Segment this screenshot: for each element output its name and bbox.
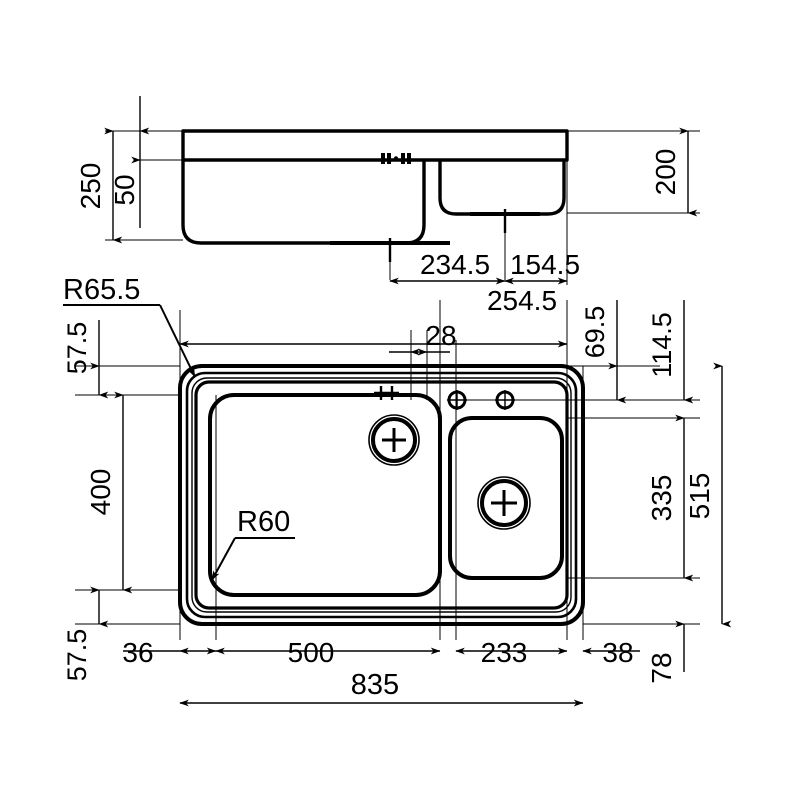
dim-r60-label: R60 [237,506,290,538]
rim-bevel-inner [191,377,572,613]
dim-overall-width: 835 [179,669,584,707]
dim-tap-from-left: 254.5 [179,285,568,348]
dim-elevation-right-bowl-depth: 200 [650,127,698,217]
dim-254-5-label: 254.5 [487,285,557,316]
dim-small-bowl-height: 335 [646,414,694,582]
outer-rim-edge [178,364,585,626]
dim-r65-5-label: R65.5 [63,274,140,306]
dim-250-label: 250 [75,163,106,210]
small-bowl-drain [477,476,531,530]
tap-hole-1 [447,390,467,410]
dim-69-5-label: 69.5 [580,306,610,359]
dim-small-bowl-width: 233 [455,637,568,668]
dim-38-label: 38 [602,637,633,668]
dim-bottom-margin: 57.5 [62,586,109,682]
dim-500-label: 500 [288,637,335,668]
plan-sink-outline [178,364,585,626]
dim-515-label: 515 [684,473,715,520]
small-bowl [448,416,564,580]
rim-inner-edge [194,380,569,610]
dim-bowl-height: 400 [85,391,133,594]
dim-200-label: 200 [650,149,681,196]
dim-elevation-rim-thickness: 50 [109,96,150,228]
dim-large-bowl-width: 500 [215,637,441,668]
dim-elevation-left-drain-offset: 234.5 [389,249,506,285]
dim-elevation-right-drain-offset: 154.5 [504,249,580,285]
plan-view: R65.5 R60 57.5 400 57.5 254.5 [62,274,732,707]
dim-57-5-top-label: 57.5 [62,322,92,375]
dim-tap-from-top: 69.5 [580,300,627,404]
leader-r65-5: R65.5 [63,274,196,378]
dim-tap-spacing: 28 [389,320,457,356]
dim-top-margin: 57.5 [62,320,109,399]
dim-36-label: 36 [122,637,153,668]
elevation-drain-marks [330,209,540,262]
rim-bevel-outer [185,371,578,619]
dim-right-edge-to-tap: 114.5 [647,300,694,404]
overflow-slot-icon [374,386,399,400]
dim-elevation-overall-height: 250 [75,127,123,244]
dim-right-margin: 38 [582,637,640,668]
dim-234-5-label: 234.5 [420,249,490,280]
dim-28-label: 28 [425,320,456,351]
overflow-fitting-icon [381,153,411,164]
dim-233-label: 233 [481,637,528,668]
tap-hole-2 [495,390,515,410]
leader-r60: R60 [211,506,295,581]
dim-78-label: 78 [646,652,677,683]
dim-154-5-label: 154.5 [510,249,580,280]
dim-bottom-offset: 78 [646,620,685,684]
elevation-view: 250 50 200 234.5 154.5 [75,96,700,285]
dim-335-label: 335 [646,475,677,522]
dim-50-label: 50 [109,174,140,205]
dim-114-5-label: 114.5 [647,312,677,378]
dim-left-margin: 36 [122,637,217,668]
dim-57-5-bottom-label: 57.5 [62,629,92,682]
dim-400-label: 400 [85,469,116,516]
large-bowl [208,393,442,597]
dim-overall-depth: 515 [684,362,732,628]
large-bowl-drain [368,414,420,466]
dim-835-label: 835 [351,669,399,701]
